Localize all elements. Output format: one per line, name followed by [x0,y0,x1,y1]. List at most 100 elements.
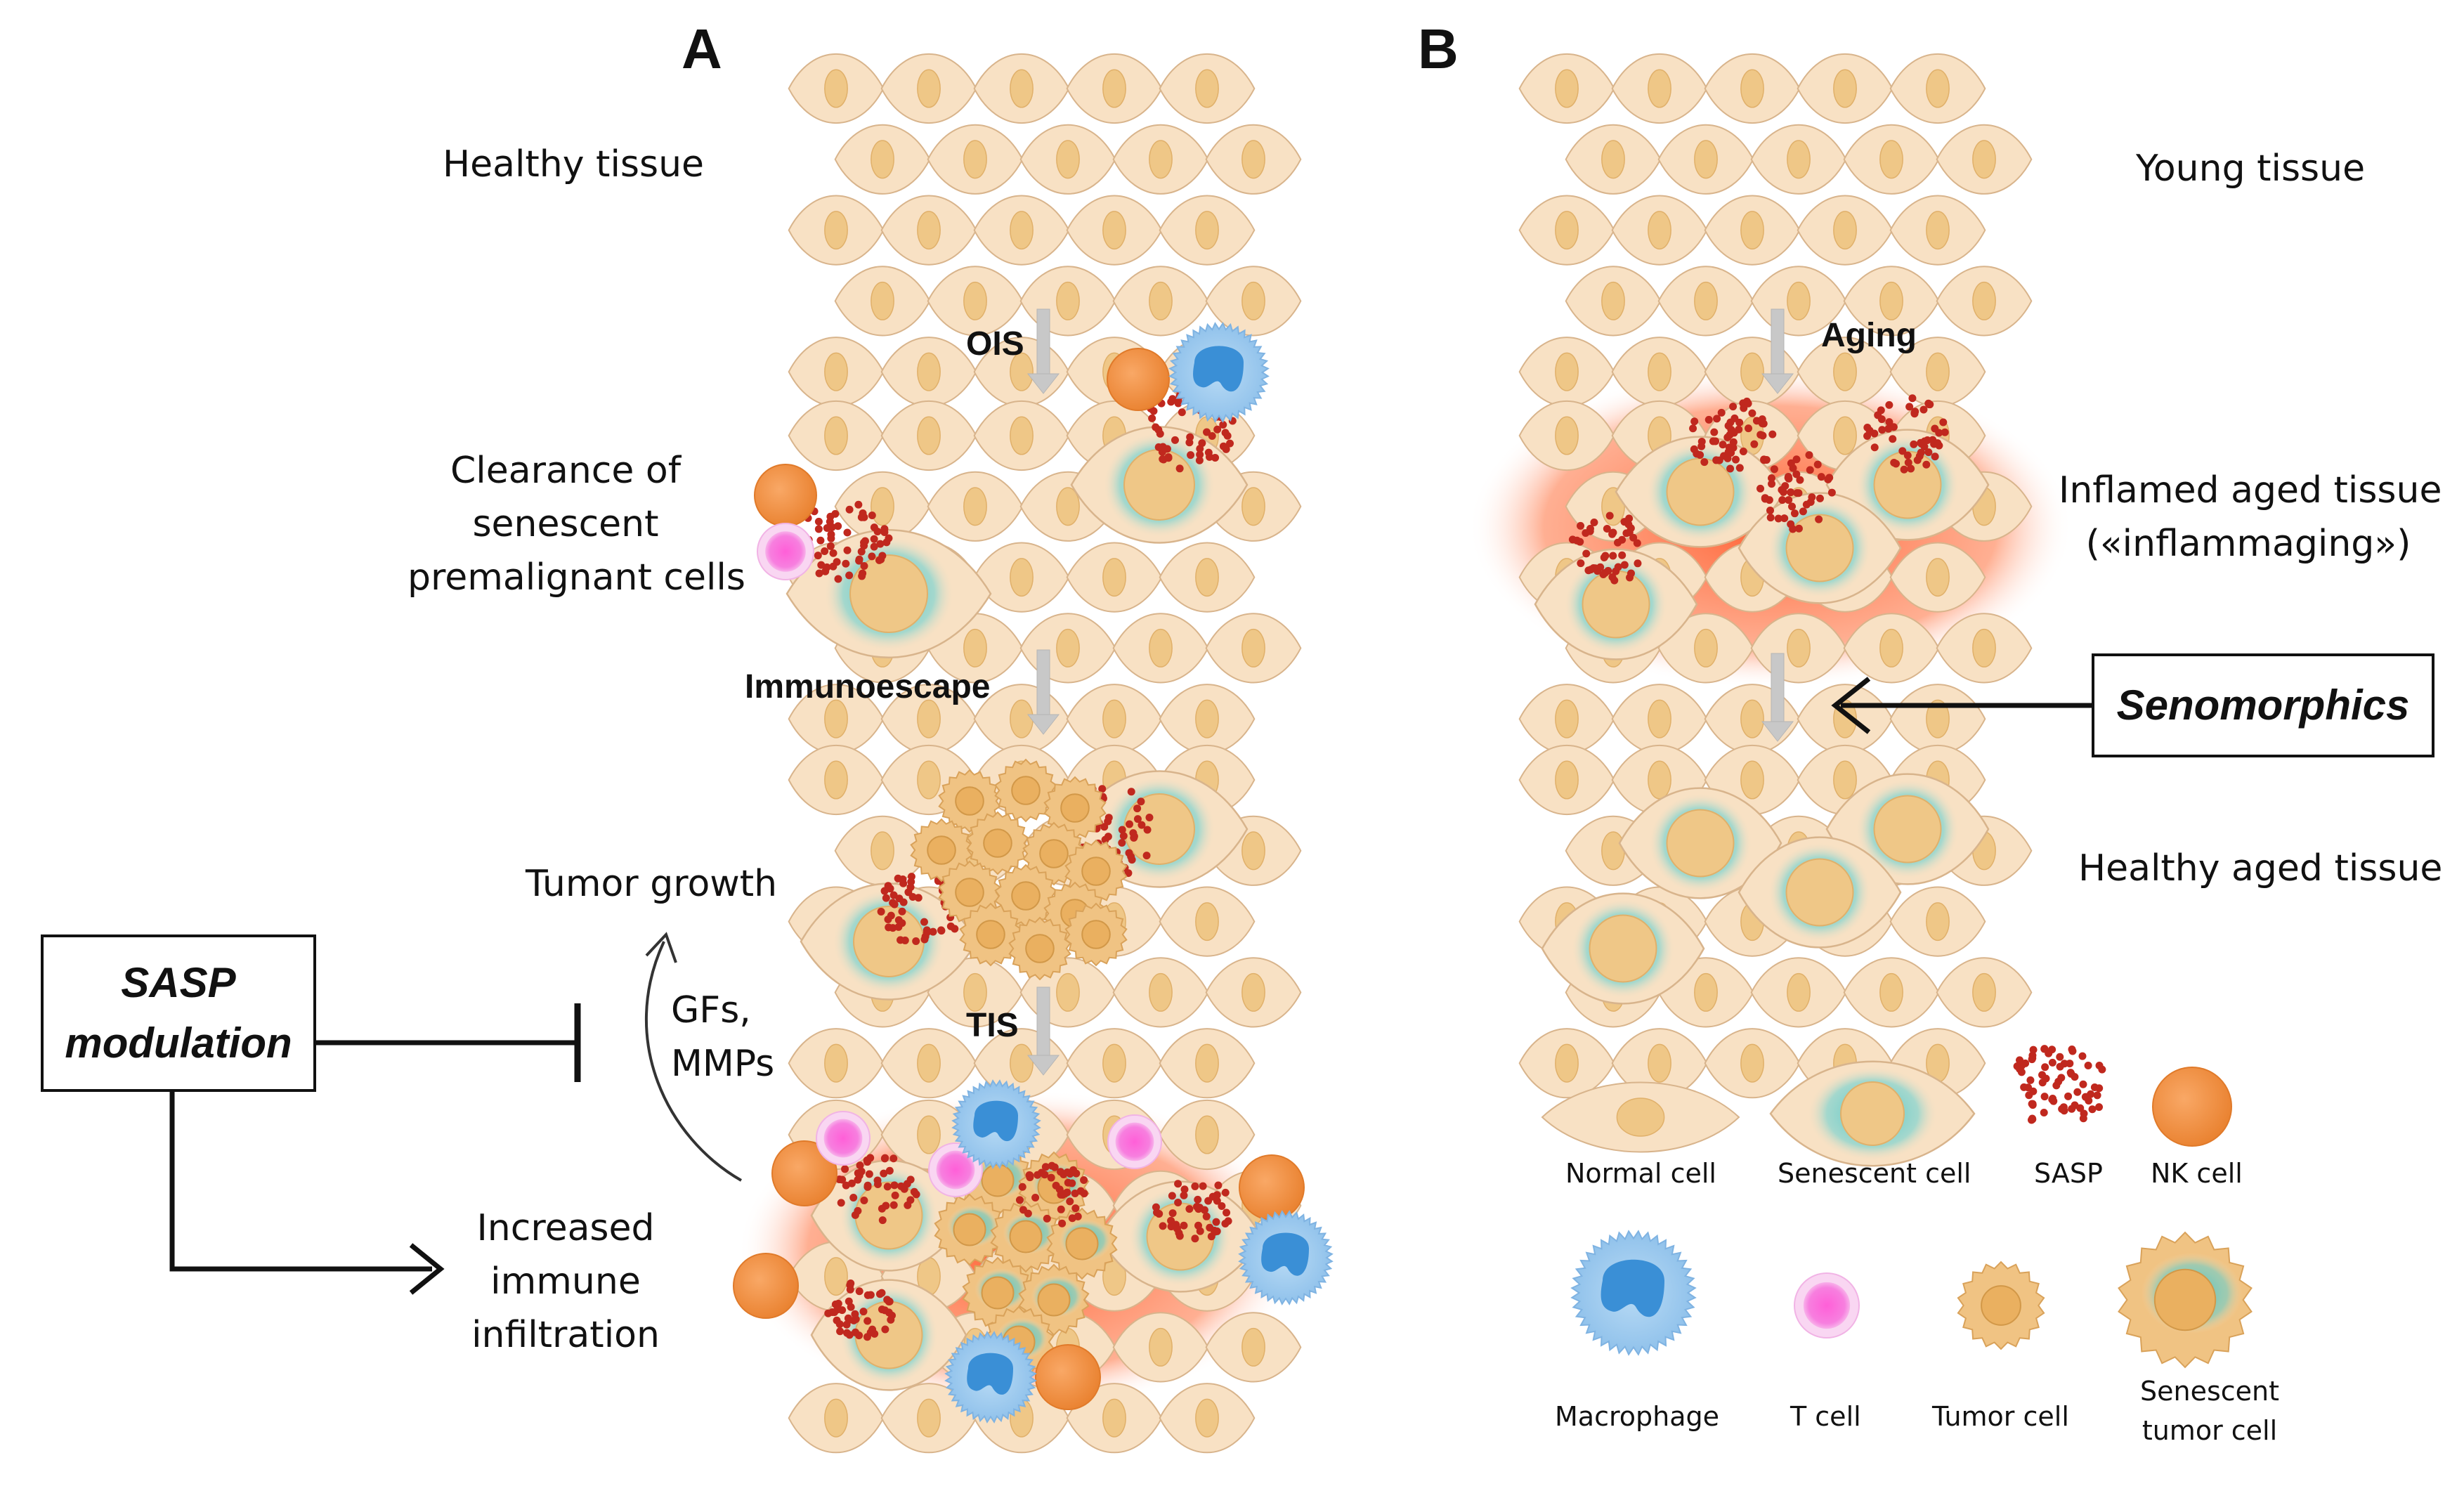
senescent-tumor-cell [990,1200,1062,1273]
sasp-dot [1191,1182,1199,1190]
cell-nucleus [917,760,941,800]
sasp-dot [1877,415,1886,424]
sasp-dot [1584,566,1593,575]
cell-nucleus [1241,1327,1265,1367]
sasp-dot [1787,459,1795,467]
sasp-dot [1931,452,1939,461]
cell-nucleus [1149,281,1173,320]
sasp-dot [1590,518,1598,526]
arrow-head [1026,714,1060,735]
tumor-cell [1064,902,1128,967]
sasp-dot [2095,1084,2104,1093]
label-clearance: Clearance of senescent premalignant cell… [408,444,745,604]
sasp-dot [887,1315,895,1324]
sasp-dot [855,556,863,565]
sasp-dot [901,936,909,944]
cell-nucleus [1010,699,1034,738]
sasp-dot [1609,552,1617,560]
sasp-dot [1167,1216,1175,1225]
sasp-dot [1898,447,1907,455]
sasp-dot [923,928,931,937]
sasp-dot [859,1308,868,1316]
cell-nucleus [1833,69,1857,108]
sasp-dot [1726,431,1734,439]
tumor-cell-nucleus [2153,1268,2217,1331]
sasp-dot [1700,458,1709,467]
sasp-dot [845,571,854,580]
senomorphics-arrowhead [1831,677,1871,734]
senescent-cell [1738,836,1902,949]
cell-nucleus [1195,902,1219,942]
sasp-dot [1196,450,1204,459]
sasp-dot [816,536,825,545]
sasp-dot [821,547,829,556]
sasp-dot [834,522,842,530]
sasp-dot [1768,480,1776,488]
cell-nucleus [1149,972,1173,1012]
sasp-dot [1768,430,1777,438]
sasp-dot [827,534,835,542]
tumor-cell-nucleus [1025,934,1055,963]
sasp-dot [843,528,852,537]
sasp-dot [1596,563,1605,571]
sasp-dot [1015,1196,1024,1204]
sasp-dot [1168,1192,1176,1200]
sasp-dot [1774,514,1782,523]
tumor-cell [910,818,973,882]
sasp-dot [1208,431,1216,440]
sasp-dot [1690,445,1698,453]
cell-nucleus [1195,699,1219,738]
senescent-cell-nucleus [1873,795,1942,864]
sasp-dot [878,1216,887,1225]
legend-label-macrophage: Macrophage [1555,1401,1719,1432]
sasp-dot [1133,815,1142,823]
sasp-dot [2098,1065,2106,1074]
legend-label-tumor-cell: Tumor cell [1932,1401,2069,1432]
panel-label-b: B [1418,18,1459,80]
cell-nucleus [1740,1043,1764,1083]
tumor-cell-nucleus [976,920,1005,949]
sasp-dot [1199,1182,1207,1190]
sasp-dot [894,874,902,882]
sasp-dot [858,572,866,580]
sasp-dot [2079,1080,2087,1088]
tumor-cell-nucleus [981,1276,1015,1310]
cell-nucleus [1102,699,1126,738]
cell-nucleus [963,628,987,667]
sasp-dot [852,1328,860,1336]
sasp-dot [1689,424,1697,433]
senescent-tumor-cell [2118,1231,2253,1369]
sasp-dot [1924,448,1933,457]
senescent-cell-nucleus [1666,457,1735,526]
label-mmps: MMPs [671,1043,775,1085]
sasp-dot [2068,1045,2076,1053]
sasp-dot [2060,1107,2068,1115]
cell-nucleus [1010,69,1034,108]
senescent-cell-nucleus [1840,1081,1905,1146]
sasp-dot [1725,443,1733,452]
sasp-dot [2060,1060,2068,1068]
sasp-dot [854,500,863,509]
label-inflamed-line1: Inflamed aged tissue [2059,469,2442,512]
sasp-dot [1910,440,1918,448]
sasp-dot [1816,494,1824,502]
sasp-dot [1221,1188,1230,1197]
progression-arrow [1761,653,1794,742]
cell-nucleus [1601,831,1625,871]
macrophage [1238,1210,1334,1305]
cell-nucleus [1195,1115,1219,1154]
cell-nucleus [1787,281,1811,320]
sasp-dot [1203,428,1211,436]
sasp-dot [1890,458,1898,467]
sasp-dot [1870,443,1879,452]
sasp-dot [1756,484,1765,493]
cell-nucleus [1555,699,1579,738]
sasp-dot [1788,502,1797,511]
tumor-cell-nucleus [1081,920,1111,949]
cell-nucleus [1149,1327,1173,1367]
sasp-dot [1041,1171,1049,1179]
sasp-dot [1221,429,1230,437]
cell-nucleus [1787,628,1811,667]
label-healthy-tissue: Healthy tissue [443,143,705,185]
sasp-dot [2028,1100,2037,1108]
